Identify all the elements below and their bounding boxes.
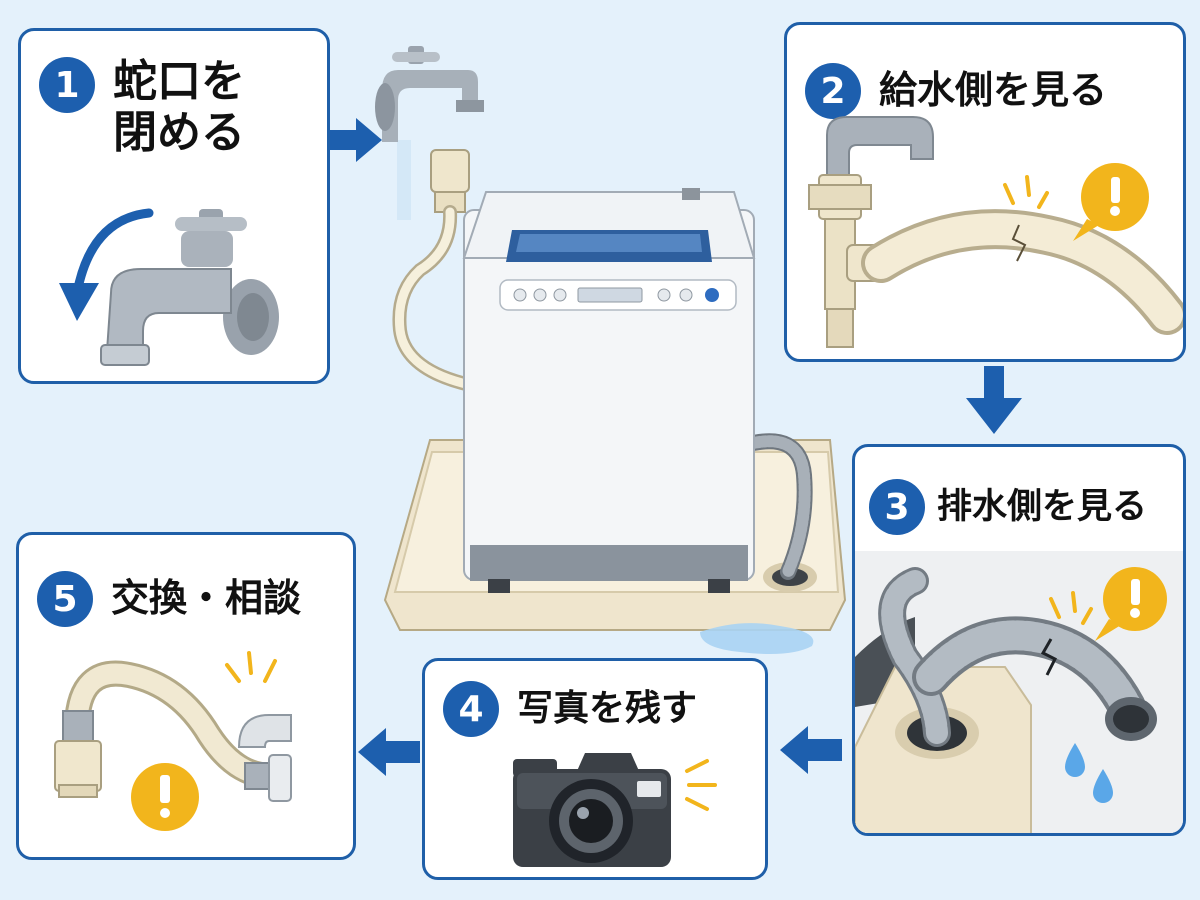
camera-illustration: [513, 753, 717, 867]
water-drop-icon: [1065, 743, 1113, 803]
step-title: 交換・相談: [111, 576, 302, 621]
step-number-badge: 2: [805, 63, 861, 119]
crack-mark: [1011, 224, 1027, 262]
supply-hose-illustration: [808, 116, 1183, 348]
step-header: 2 給水側を見る: [805, 63, 1107, 119]
camera-icon: [513, 753, 671, 867]
step-card-5: 5 交換・相談: [16, 532, 356, 860]
step-title: 給水側を見る: [879, 68, 1108, 113]
step-title: 蛇口を閉める: [113, 56, 245, 158]
step-number-badge: 1: [39, 57, 95, 113]
step-header: 4 写真を残す: [443, 681, 697, 737]
exclamation-icon: [131, 763, 199, 831]
flow-arrow-left: [780, 726, 842, 774]
exclamation-icon: [1073, 163, 1149, 241]
flow-arrow-down: [966, 366, 1022, 434]
water-puddle: [700, 623, 814, 654]
step-card-1: 1 蛇口を閉める: [18, 28, 330, 384]
exclamation-icon: [1095, 567, 1167, 641]
faucet-close-illustration: [59, 208, 279, 366]
crack-mark: [1040, 638, 1058, 676]
step-number-badge: 3: [869, 479, 925, 535]
alert-rays: [1003, 175, 1049, 209]
counterclockwise-arrow-icon: [59, 208, 154, 321]
alert-rays: [685, 759, 717, 811]
flow-arrow-left: [358, 728, 420, 776]
step-header: 1 蛇口を閉める: [39, 56, 273, 158]
flow-arrow-right: [330, 118, 382, 162]
step-number-badge: 5: [37, 571, 93, 627]
alert-rays: [225, 651, 277, 683]
machine-body: [463, 209, 755, 581]
step-number-badge: 4: [443, 681, 499, 737]
water-stream: [397, 140, 411, 220]
faucet-icon: [100, 209, 279, 366]
step-card-2: 2 給水側を見る: [784, 22, 1186, 362]
replacement-hose-illustration: [54, 651, 292, 831]
step-title: 写真を残す: [517, 688, 698, 730]
step-card-4: 4 写真を残す: [422, 658, 768, 880]
faucet-icon: [375, 46, 484, 142]
drain-hose-illustration: [855, 551, 1183, 833]
step-header: 5 交換・相談: [37, 571, 301, 627]
step-title: 排水側を見る: [937, 486, 1148, 527]
alert-rays: [1049, 591, 1093, 625]
step-card-3: 3 排水側を見る: [852, 444, 1186, 836]
step-header: 3 排水側を見る: [869, 479, 1147, 535]
